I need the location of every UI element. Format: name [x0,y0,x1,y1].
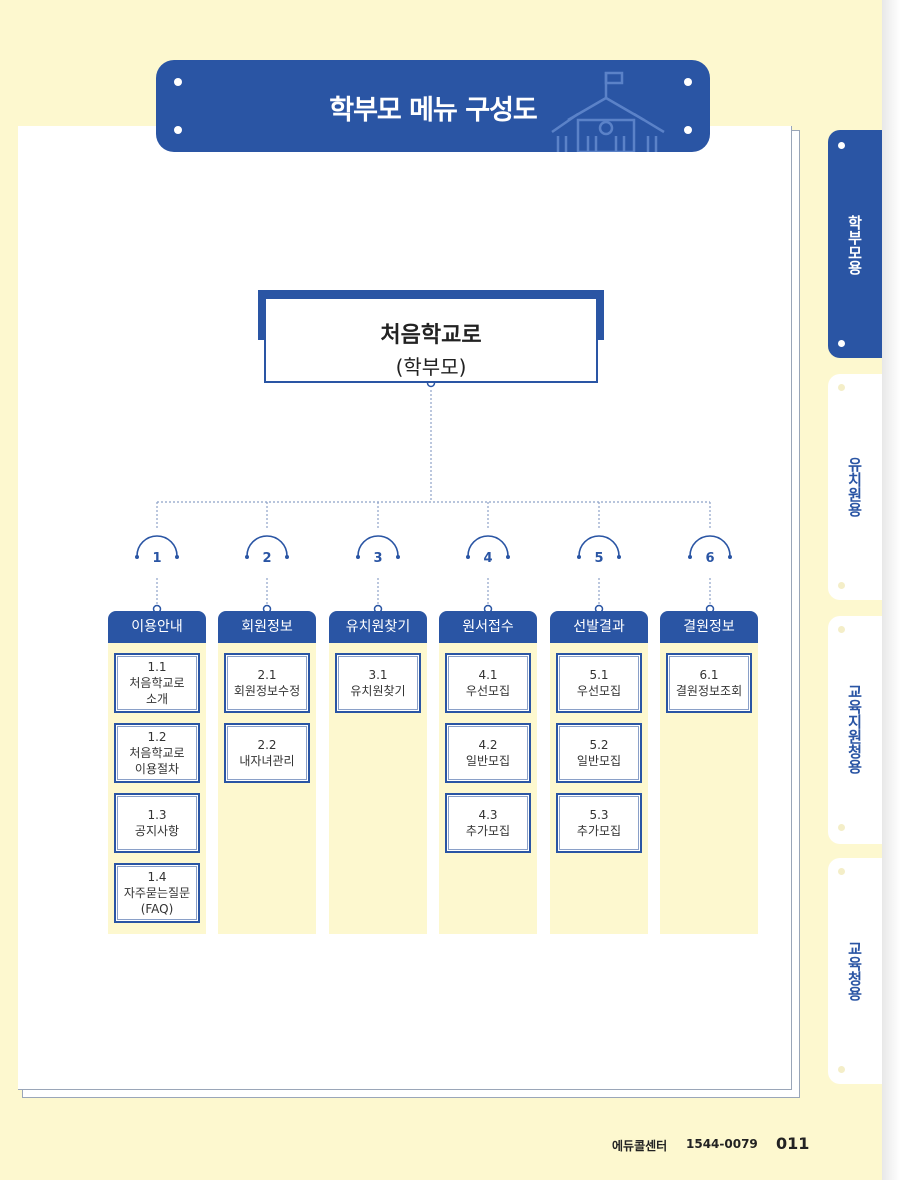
tab-label: 유치원용 [845,457,864,517]
item-label: 처음학교로 [129,746,185,760]
root-title: 처음학교로 [380,323,482,348]
item-code: 3.1 [368,668,388,682]
item-label: 추가모집 [576,824,622,838]
item-code: 5.2 [589,738,609,752]
branch-number: 4 [483,551,493,566]
item-label: 자주묻는질문 [123,886,191,900]
branch-number: 5 [594,551,604,566]
menu-item-1-4: 1.4 자주묻는질문 (FAQ) [114,863,200,923]
tab-dot [838,384,845,391]
tab-dot [838,1066,845,1073]
footer-phone-number: 1544-0079 [686,1137,758,1151]
menu-item-4-1: 4.1 우선모집 [445,653,531,713]
item-label: 이용절차 [134,762,180,776]
item-code: 2.1 [257,668,277,682]
tab-kindergarten[interactable]: 유치원용 [828,374,882,600]
banner-dot [174,78,182,86]
root-node-frame: 처음학교로 (학부모) [264,297,598,383]
item-code: 4.3 [478,808,498,822]
item-label: 추가모집 [465,824,511,838]
menu-item-2-2: 2.2 내자녀관리 [224,723,310,783]
item-label: 유치원찾기 [350,684,406,698]
menu-item-1-3: 1.3 공지사항 [114,793,200,853]
menu-item-4-3: 4.3 추가모집 [445,793,531,853]
item-code: 6.1 [699,668,719,682]
item-label: 회원정보수정 [233,684,301,698]
item-label: 우선모집 [576,684,622,698]
tab-dot [838,340,845,347]
menu-item-6-1: 6.1 결원정보조회 [666,653,752,713]
root-side-bar [258,290,265,340]
column-heading-find-kindergarten: 유치원찾기 [329,611,427,643]
item-code: 2.2 [257,738,277,752]
tab-dot [838,142,845,149]
page-edge-shadow [882,0,900,1180]
item-code: 5.1 [589,668,609,682]
tab-dot [838,824,845,831]
branch-number: 6 [705,551,715,566]
menu-item-5-1: 5.1 우선모집 [556,653,642,713]
branch-number: 1 [152,551,162,566]
item-code: 1.2 [147,730,167,744]
item-label: 결원정보조회 [675,684,743,698]
page-title: 학부모 메뉴 구성도 [329,95,538,126]
school-building-icon [551,71,665,152]
column-heading-vacancy-info: 결원정보 [660,611,758,643]
root-subtitle: (학부모) [395,355,467,379]
tab-dot [838,626,845,633]
page-number: 011 [776,1134,810,1153]
item-label: 소개 [145,692,169,706]
column-heading-selection-results: 선발결과 [550,611,648,643]
root-side-bar [597,290,604,340]
item-code: 1.4 [147,870,167,884]
root-node: 처음학교로 (학부모) [258,290,604,384]
item-code: 1.1 [147,660,167,674]
menu-item-1-2: 1.2 처음학교로 이용절차 [114,723,200,783]
item-code: 4.1 [478,668,498,682]
item-code: 1.3 [147,808,167,822]
title-banner: 학부모 메뉴 구성도 [156,60,710,152]
tab-education-support-office[interactable]: 교육지원청용 [828,616,882,844]
column-heading-member-info: 회원정보 [218,611,316,643]
root-top-bar [258,290,604,297]
menu-item-5-2: 5.2 일반모집 [556,723,642,783]
column-heading-guide: 이용안내 [108,611,206,643]
banner-dot [684,78,692,86]
item-label: 내자녀관리 [239,754,295,768]
branch-number: 2 [262,551,272,566]
menu-item-5-3: 5.3 추가모집 [556,793,642,853]
item-label: 일반모집 [576,754,622,768]
menu-item-1-1: 1.1 처음학교로 소개 [114,653,200,713]
item-code: 5.3 [589,808,609,822]
banner-dot [684,126,692,134]
item-label: (FAQ) [140,902,174,916]
item-label: 공지사항 [134,824,180,838]
tab-label: 교육지원청용 [845,684,864,774]
footer-callcenter-label: 에듀콜센터 [612,1139,668,1153]
tab-parents[interactable]: 학부모용 [828,130,882,358]
menu-item-4-2: 4.2 일반모집 [445,723,531,783]
tab-education-office[interactable]: 교육청용 [828,858,882,1084]
item-label: 일반모집 [465,754,511,768]
column-heading-application: 원서접수 [439,611,537,643]
tab-label: 교육청용 [845,941,864,1001]
banner-dot [174,126,182,134]
branch-number: 3 [373,551,383,566]
tab-label: 학부모용 [845,215,864,275]
tab-dot [838,582,845,589]
item-code: 4.2 [478,738,498,752]
item-label: 우선모집 [465,684,511,698]
menu-item-3-1: 3.1 유치원찾기 [335,653,421,713]
menu-item-2-1: 2.1 회원정보수정 [224,653,310,713]
item-label: 처음학교로 [129,676,185,690]
tab-dot [838,868,845,875]
